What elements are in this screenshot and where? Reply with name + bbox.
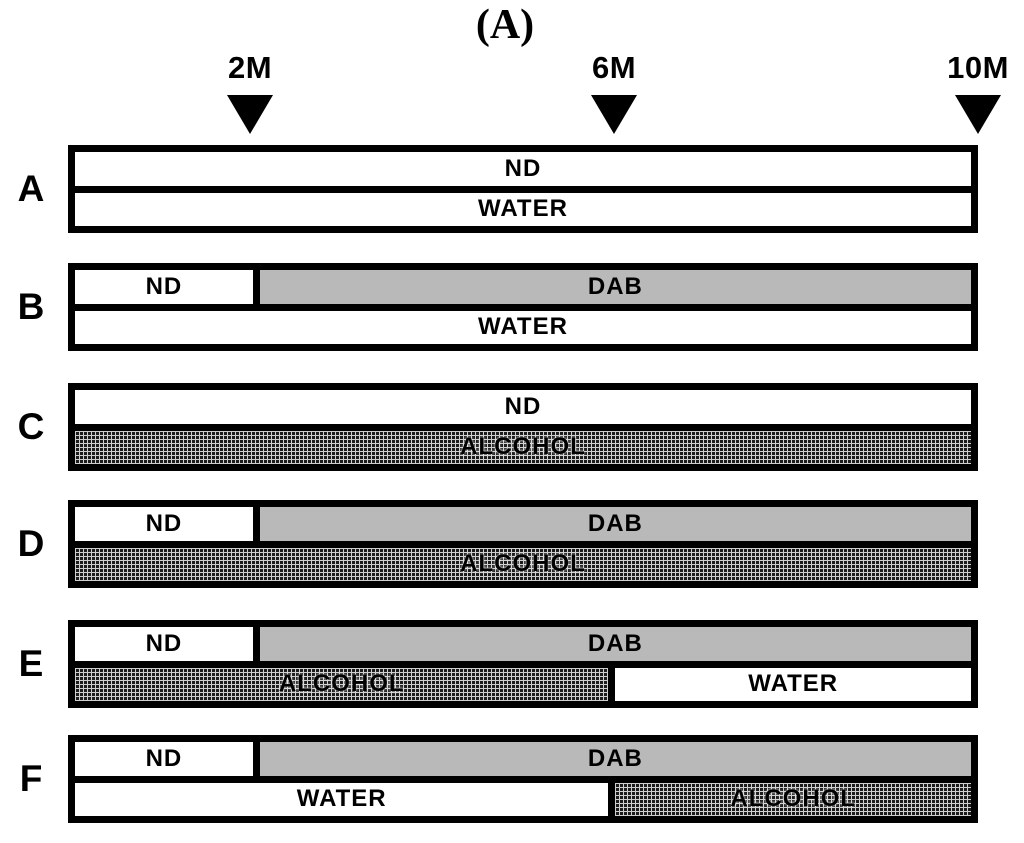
timeline-marker-10m: 10M: [933, 50, 1023, 134]
bar-segment-water: WATER: [75, 192, 971, 226]
group-label-a: A: [17, 168, 45, 209]
bar-row: ND DAB: [75, 742, 971, 776]
group-label-b: B: [17, 286, 45, 327]
segment-label: DAB: [587, 629, 643, 657]
group-bar-c: ND ALCOHOL: [68, 383, 978, 471]
bar-segment-water: WATER: [75, 782, 609, 816]
segment-label: ALCOHOL: [730, 785, 857, 813]
timeline-marker-label: 10M: [947, 50, 1009, 85]
segment-label: ND: [145, 744, 183, 772]
bar-row: ND: [75, 152, 971, 186]
segment-label: DAB: [587, 272, 643, 300]
bar-segment-nd: ND: [75, 270, 253, 304]
arrow-down-icon: [955, 95, 1001, 134]
group-label-c: C: [17, 406, 45, 447]
bar-segment-dab: DAB: [259, 742, 971, 776]
bar-row: ALCOHOL WATER: [75, 667, 971, 701]
segment-label: ND: [145, 629, 183, 657]
bar-row: WATER ALCOHOL: [75, 782, 971, 816]
bar-row: WATER: [75, 192, 971, 226]
segment-label: ND: [504, 154, 542, 182]
group-label-d: D: [17, 523, 45, 564]
group-label-f: F: [19, 758, 43, 799]
timeline-marker-label: 2M: [227, 50, 273, 85]
bar-segment-nd: ND: [75, 742, 253, 776]
bar-row: ALCOHOL: [75, 430, 971, 464]
segment-label: DAB: [587, 509, 643, 537]
timeline-marker-6m: 6M: [569, 50, 659, 134]
bar-segment-nd: ND: [75, 627, 253, 661]
segment-label: ALCOHOL: [278, 670, 405, 698]
bar-row: ALCOHOL: [75, 547, 971, 581]
bar-segment-dab: DAB: [259, 270, 971, 304]
group-label-e: E: [18, 643, 44, 684]
bar-segment-nd: ND: [75, 390, 971, 424]
bar-segment-alcohol: ALCOHOL: [75, 547, 971, 581]
bar-segment-alcohol: ALCOHOL: [75, 430, 971, 464]
bar-segment-alcohol: ALCOHOL: [75, 667, 609, 701]
group-bar-e: ND DAB ALCOHOL WATER: [68, 620, 978, 708]
segment-label: WATER: [748, 670, 839, 698]
group-bar-a: ND WATER: [68, 145, 978, 233]
bar-row: ND DAB: [75, 270, 971, 304]
segment-label: ND: [145, 509, 183, 537]
bar-row: ND DAB: [75, 627, 971, 661]
bar-row: ND DAB: [75, 507, 971, 541]
segment-label: ALCOHOL: [460, 550, 586, 578]
bar-segment-dab: DAB: [259, 627, 971, 661]
segment-label: ND: [145, 272, 183, 300]
group-bar-b: ND DAB WATER: [68, 263, 978, 351]
bar-segment-water: WATER: [615, 667, 971, 701]
timeline-marker-label: 6M: [591, 50, 637, 85]
bar-row: WATER: [75, 310, 971, 344]
group-bar-f: ND DAB WATER ALCOHOL: [68, 735, 978, 823]
bar-segment-nd: ND: [75, 152, 971, 186]
segment-label: ALCOHOL: [460, 433, 586, 461]
arrow-down-icon: [591, 95, 637, 134]
bar-segment-alcohol: ALCOHOL: [615, 782, 971, 816]
figure-panel-label: (A): [475, 2, 535, 48]
bar-segment-nd: ND: [75, 507, 253, 541]
segment-label: WATER: [296, 785, 387, 813]
arrow-down-icon: [227, 95, 273, 134]
segment-label: DAB: [587, 744, 643, 772]
segment-label: ND: [504, 392, 542, 420]
bar-row: ND: [75, 390, 971, 424]
bar-segment-water: WATER: [75, 310, 971, 344]
timeline-marker-2m: 2M: [205, 50, 295, 134]
segment-label: WATER: [478, 313, 568, 341]
segment-label: WATER: [478, 195, 568, 223]
bar-segment-dab: DAB: [259, 507, 971, 541]
